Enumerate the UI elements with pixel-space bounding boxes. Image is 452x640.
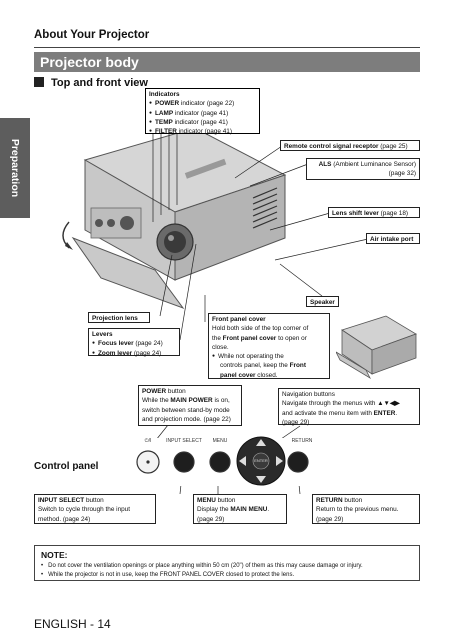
return-button[interactable] xyxy=(287,451,309,473)
indicator-item: POWER indicator (page 22) xyxy=(149,99,256,108)
indicator-item: TEMP indicator (page 41) xyxy=(149,118,256,127)
square-bullet-icon xyxy=(34,77,44,87)
navigation-callout: Navigation buttons Navigate through the … xyxy=(278,388,420,426)
levers-callout: Levers Focus lever (page 24) Zoom lever … xyxy=(88,328,180,357)
up-arrow-icon[interactable] xyxy=(256,439,266,446)
cover-inset-illustration xyxy=(336,315,417,380)
speaker-callout: Speaker xyxy=(306,296,339,307)
front-panel-cover xyxy=(71,236,185,310)
note-item: Do not cover the ventilation openings or… xyxy=(41,562,413,571)
indicators-title: Indicators xyxy=(149,91,180,98)
indicators-callout: Indicators POWER indicator (page 22) LAM… xyxy=(145,88,260,136)
enter-label: ENTER xyxy=(254,458,268,463)
side-tab: Preparation xyxy=(0,118,30,218)
header-divider xyxy=(34,47,420,48)
front-control-button xyxy=(95,219,103,227)
menu-label: MENU xyxy=(212,438,228,444)
right-arrow-icon[interactable] xyxy=(276,456,283,466)
header-title: About Your Projector xyxy=(34,29,150,41)
power-led xyxy=(146,460,150,464)
return-callout: RETURN button Return to the previous men… xyxy=(312,494,420,524)
menu-callout: MENU button Display the MAIN MENU. (page… xyxy=(193,494,287,524)
subheading: Top and front view xyxy=(34,77,148,89)
note-title: NOTE: xyxy=(41,550,68,560)
front-cover-callout: Front panel cover Hold both side of the … xyxy=(208,313,330,379)
left-arrow-icon[interactable] xyxy=(239,456,246,466)
menu-button[interactable] xyxy=(209,451,231,473)
power-button-label: ⏻/I xyxy=(144,438,152,444)
return-label: RETURN xyxy=(291,438,313,444)
control-panel-label: Control panel xyxy=(34,461,99,472)
section-title: Projector body xyxy=(34,52,420,72)
remote-receptor-callout: Remote control signal receptor (page 25) xyxy=(280,140,420,151)
input-select-label: INPUT SELECT xyxy=(166,438,202,444)
power-button-callout: POWER button While the MAIN POWER is on,… xyxy=(138,385,242,426)
arrow-head-icon xyxy=(65,242,73,250)
lens-highlight xyxy=(168,235,174,241)
page-footer: ENGLISH - 14 xyxy=(34,617,111,631)
projection-lens-callout: Projection lens xyxy=(88,312,150,323)
air-intake-callout: Air intake port xyxy=(366,233,420,244)
indicator-item: FILTER indicator (page 41) xyxy=(149,127,256,136)
control-panel xyxy=(114,436,420,486)
indicator-item: LAMP indicator (page 41) xyxy=(149,109,256,118)
projector-illustration xyxy=(62,127,287,310)
front-control-button xyxy=(107,219,115,227)
input-select-button[interactable] xyxy=(173,451,195,473)
note-item: While the projector is not in use, keep … xyxy=(41,571,413,580)
enter-button[interactable] xyxy=(252,452,270,470)
input-select-callout: INPUT SELECT button Switch to cycle thro… xyxy=(34,494,156,524)
note-box: NOTE: Do not cover the ventilation openi… xyxy=(34,545,420,581)
subheading-label: Top and front view xyxy=(51,77,148,89)
down-arrow-icon[interactable] xyxy=(256,476,266,483)
air-intake-vent xyxy=(252,187,278,229)
als-callout: ALS (Ambient Luminance Sensor) (page 32) xyxy=(306,158,420,180)
brand-plate xyxy=(184,158,227,179)
lens-shift-callout: Lens shift lever (page 18) xyxy=(328,207,420,218)
front-control-dpad xyxy=(120,216,134,230)
